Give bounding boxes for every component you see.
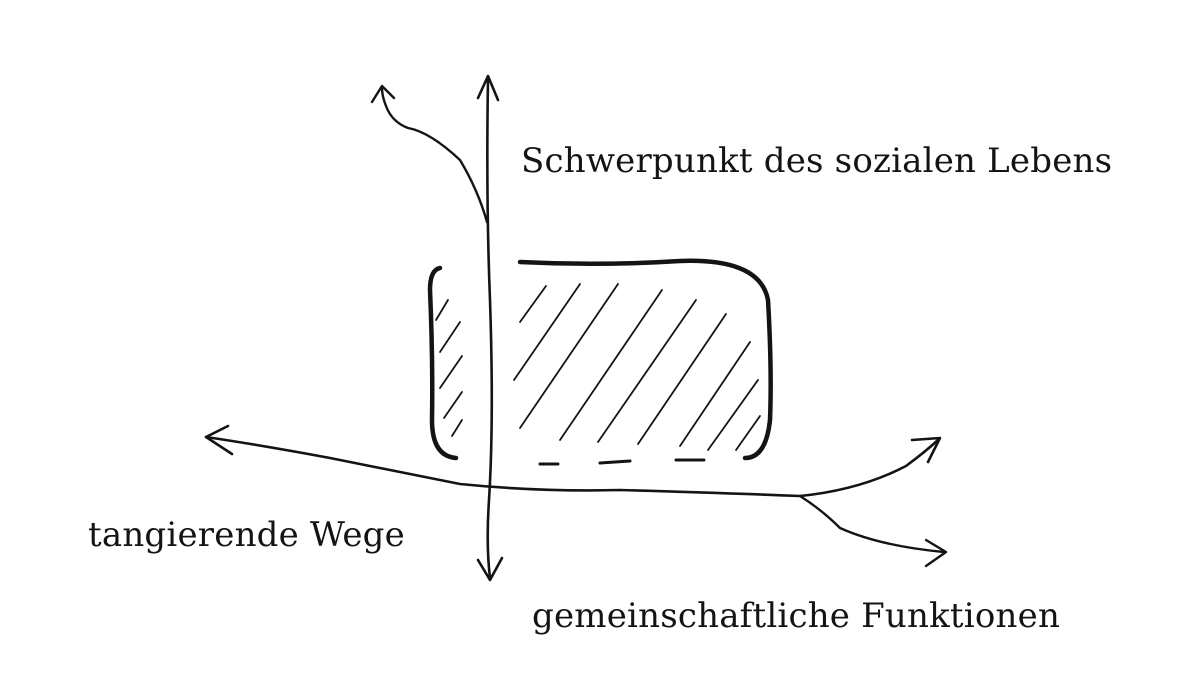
center-block-hatching: [435, 283, 761, 451]
horizontal-path-arrow-right-icon: [910, 436, 942, 464]
label-communal-functions: gemeinschaftliche Funktionen: [532, 596, 1061, 636]
branch-arrow-lower-right-icon: [924, 538, 948, 568]
vertical-path: [486, 76, 494, 580]
center-block-dashed-edge: [538, 458, 706, 466]
branch-arrow-top-left-icon: [370, 84, 396, 104]
horizontal-path-arrow-left-icon: [204, 424, 234, 456]
label-center-of-social-life: Schwerpunkt des sozialen Lebens: [521, 141, 1113, 181]
center-block-left-bracket: [427, 265, 459, 461]
branch-path-lower-right: [798, 494, 946, 554]
horizontal-path: [204, 435, 940, 498]
label-tangent-paths: tangierende Wege: [88, 515, 405, 555]
branch-path-top-left: [380, 86, 489, 224]
vertical-path-arrow-down-icon: [476, 556, 504, 582]
center-block-outline: [517, 258, 773, 461]
vertical-path-arrow-up-icon: [476, 74, 500, 102]
